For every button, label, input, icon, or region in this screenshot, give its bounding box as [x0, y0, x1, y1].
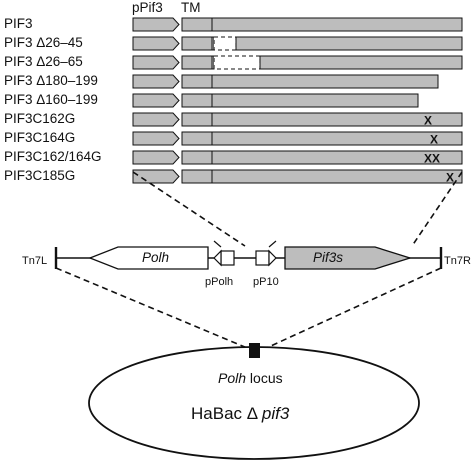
- construct-promoter-arrow: [132, 112, 180, 127]
- construct-label: PIF3: [4, 16, 33, 31]
- polh-gene-arrow: [88, 246, 209, 270]
- construct-label: PIF3 Δ160–199: [4, 92, 98, 107]
- mutation-mark: X: [424, 152, 432, 166]
- pp10-promoter-arrow: [268, 249, 277, 267]
- construct-body: [181, 150, 463, 165]
- zoom-line-right-bottom: [261, 267, 442, 351]
- mutation-mark: X: [432, 152, 440, 166]
- construct-label: PIF3C162G: [4, 111, 76, 126]
- ppolh-tick: [213, 240, 222, 248]
- pif3s-gene-label: Pif3s: [313, 250, 344, 265]
- promoter-header-label: pPif3: [132, 0, 163, 15]
- construct-body-segment: [235, 36, 463, 51]
- polh-gene-label: Polh: [142, 250, 170, 265]
- construct-promoter-arrow: [132, 131, 180, 146]
- construct-body-segment: [181, 36, 215, 51]
- construct-promoter-arrow: [132, 36, 180, 51]
- construct-deletion-gap: [213, 36, 237, 51]
- construct-promoter-arrow: [132, 93, 180, 108]
- construct-body: [181, 112, 463, 127]
- construct-body: [181, 74, 439, 89]
- tn7l-label: Tn7L: [22, 255, 48, 267]
- construct-label: PIF3 Δ26–65: [4, 54, 83, 69]
- construct-deletion-gap: [213, 55, 261, 70]
- construct-body-segment: [259, 55, 463, 70]
- genome-ellipse: [88, 346, 420, 460]
- construct-promoter-arrow: [132, 150, 180, 165]
- tm-header-label: TM: [181, 0, 201, 15]
- pp10-promoter-box: [255, 250, 270, 266]
- pp10-tick: [268, 240, 277, 248]
- zoom-line-left-bottom: [55, 267, 253, 351]
- genome-name-label: HaBac Δ pif3: [191, 404, 289, 424]
- tn7r-label: Tn7R: [444, 255, 471, 267]
- construct-label: PIF3 Δ26–45: [4, 35, 83, 50]
- construct-body: [181, 169, 463, 184]
- ppolh-promoter-box: [220, 250, 235, 266]
- mutation-mark: X: [446, 171, 454, 185]
- pif3s-gene-arrow: [284, 246, 413, 270]
- ppolh-label: pPolh: [205, 276, 234, 288]
- polh-locus-label: Polh locus: [218, 370, 283, 386]
- ppolh-promoter-arrow: [213, 249, 222, 267]
- construct-promoter-arrow: [132, 74, 180, 89]
- genome-name-prefix: HaBac Δ: [191, 404, 262, 423]
- polh-locus-label-rest: locus: [246, 370, 283, 386]
- construct-promoter-arrow: [132, 55, 180, 70]
- construct-body: [181, 131, 463, 146]
- construct-label: PIF3 Δ180–199: [4, 73, 98, 88]
- pp10-label: pP10: [253, 276, 279, 288]
- construct-label: PIF3C185G: [4, 168, 76, 183]
- construct-label: PIF3C164G: [4, 130, 76, 145]
- construct-body: [181, 93, 419, 108]
- zoom-line-left-top: [132, 171, 246, 247]
- construct-body-segment: [181, 55, 215, 70]
- zoom-line-right-top: [411, 171, 463, 247]
- construct-promoter-arrow: [132, 169, 180, 184]
- construct-body: [181, 17, 463, 32]
- polh-locus-marker: [249, 343, 260, 358]
- construct-label: PIF3C162/164G: [4, 149, 102, 164]
- mutation-mark: X: [424, 114, 432, 128]
- polh-locus-label-gene: Polh: [218, 370, 247, 386]
- genome-name-gene: pif3: [261, 404, 290, 423]
- construct-promoter-arrow: [132, 17, 180, 32]
- mutation-mark: X: [430, 133, 438, 147]
